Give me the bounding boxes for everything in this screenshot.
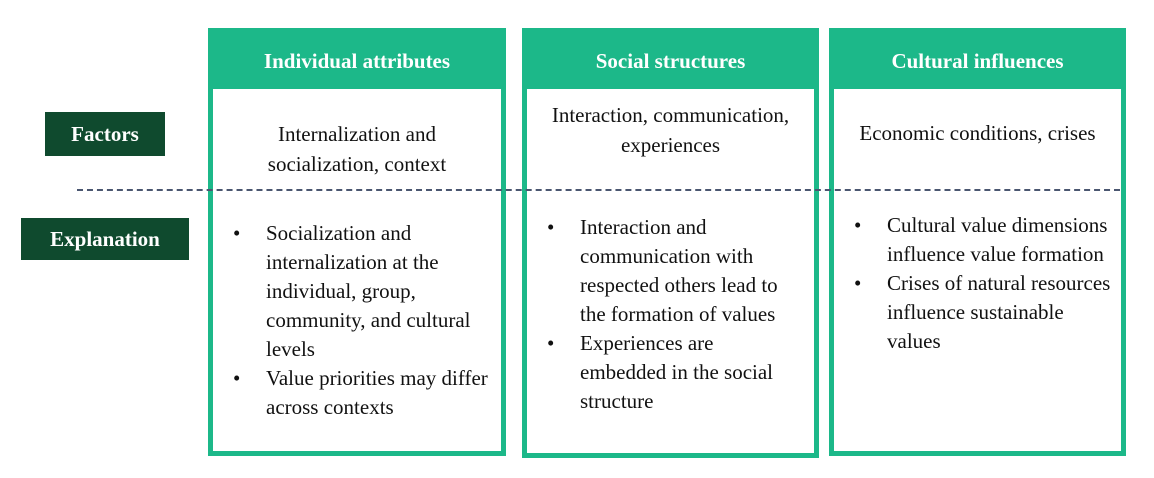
- bullet-icon: •: [233, 221, 241, 245]
- column-cultural-influences: Cultural influences Economic conditions,…: [829, 28, 1126, 456]
- explanation-item-text: Value priorities may differ across conte…: [266, 366, 488, 419]
- column-individual-attributes: Individual attributes Internalization an…: [208, 28, 506, 456]
- column-title: Social structures: [527, 33, 814, 89]
- explanation-item-text: Crises of natural resources influence su…: [887, 271, 1111, 353]
- explanation-item: • Value priorities may differ across cont…: [221, 364, 491, 422]
- bullet-icon: •: [547, 215, 555, 239]
- column-factors-text: Interaction, communication, experiences: [551, 103, 790, 157]
- explanation-list: • Cultural value dimensions influence val…: [842, 211, 1111, 356]
- bullet-icon: •: [854, 271, 862, 295]
- column-factors-text: Internalization and socialization, conte…: [267, 122, 447, 176]
- explanation-row-label: Explanation: [21, 218, 189, 260]
- column-title: Cultural influences: [834, 33, 1121, 89]
- column-factors-text: Economic conditions, crises: [859, 121, 1096, 145]
- explanation-item: • Crises of natural resources influence s…: [842, 269, 1111, 356]
- column-social-structures: Social structures Interaction, communica…: [522, 28, 819, 458]
- explanation-list: • Socialization and internalization at th…: [221, 219, 491, 422]
- explanation-list: • Interaction and communication with resp…: [535, 213, 804, 416]
- dashed-divider: [77, 189, 1120, 191]
- bullet-icon: •: [854, 213, 862, 237]
- bullet-icon: •: [547, 331, 555, 355]
- bullet-icon: •: [233, 366, 241, 390]
- explanation-item: • Interaction and communication with resp…: [535, 213, 804, 329]
- explanation-item-text: Cultural value dimensions influence valu…: [887, 213, 1108, 266]
- explanation-item: • Cultural value dimensions influence val…: [842, 211, 1111, 269]
- explanation-item: • Socialization and internalization at th…: [221, 219, 491, 364]
- column-title: Individual attributes: [213, 33, 501, 89]
- explanation-item-text: Socialization and internalization at the…: [266, 221, 471, 361]
- explanation-item-text: Experiences are embedded in the social s…: [580, 331, 774, 413]
- factors-row-label: Factors: [45, 112, 165, 156]
- explanation-item: • Experiences are embedded in the social …: [535, 329, 804, 416]
- explanation-item-text: Interaction and communication with respe…: [580, 215, 778, 326]
